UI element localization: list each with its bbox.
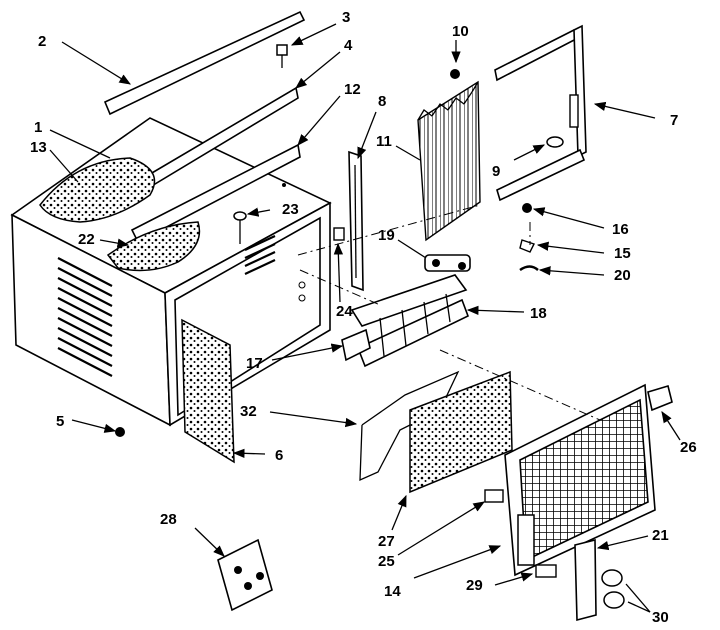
rear-louvers xyxy=(244,235,276,275)
callout-28: 28 xyxy=(160,511,177,528)
callout-21: 21 xyxy=(652,527,669,544)
front-grille-part-14 xyxy=(504,383,656,577)
callout-labels: 1 2 3 4 5 6 7 8 9 10 11 12 13 14 15 16 1… xyxy=(30,9,697,626)
filter-part-6 xyxy=(181,318,235,464)
bracket-part-25 xyxy=(484,489,504,503)
callout-15: 15 xyxy=(614,245,631,262)
filter-part-27 xyxy=(409,370,513,494)
callout-32: 32 xyxy=(240,403,257,420)
callout-5: 5 xyxy=(56,413,64,430)
callout-24: 24 xyxy=(336,303,353,320)
clip-part-29 xyxy=(535,564,557,578)
callout-17: 17 xyxy=(246,355,263,372)
bracket-part-21 xyxy=(574,538,597,622)
callout-3: 3 xyxy=(342,9,350,26)
callout-29: 29 xyxy=(466,577,483,594)
callout-12: 12 xyxy=(344,81,361,98)
curtain-panel-11 xyxy=(417,80,481,242)
callout-20: 20 xyxy=(614,267,631,284)
callout-22: 22 xyxy=(78,231,95,248)
callout-14: 14 xyxy=(384,583,401,600)
frame-part-7 xyxy=(494,24,587,202)
callout-4: 4 xyxy=(344,37,353,54)
callout-13: 13 xyxy=(30,139,47,156)
callout-26: 26 xyxy=(680,439,697,456)
clip-part-15 xyxy=(519,239,535,253)
callout-19: 19 xyxy=(378,227,395,244)
callout-9: 9 xyxy=(492,163,500,180)
callout-11: 11 xyxy=(376,133,392,150)
callout-27: 27 xyxy=(378,533,395,550)
bracket-part-28 xyxy=(217,538,273,612)
callout-6: 6 xyxy=(275,447,283,464)
rail-part-26 xyxy=(647,384,673,412)
bracket-assembly-19 xyxy=(424,254,471,272)
clip-part-24 xyxy=(333,227,345,241)
callout-25: 25 xyxy=(378,553,395,570)
bracket-part-17 xyxy=(341,328,371,362)
screw-part-23 xyxy=(233,211,247,244)
callout-10: 10 xyxy=(452,23,469,40)
support-rail-18 xyxy=(350,274,470,368)
callout-23: 23 xyxy=(282,201,299,218)
screw-part-16 xyxy=(522,203,532,213)
fastener-part-9 xyxy=(546,136,564,148)
leader-lines xyxy=(49,23,681,613)
fastener-part-30 xyxy=(601,569,625,609)
side-louvers xyxy=(57,257,113,377)
clip-part-20 xyxy=(519,265,539,272)
callout-2: 2 xyxy=(38,33,46,50)
rail-part-2 xyxy=(103,10,306,116)
cabinet-shell xyxy=(10,117,332,427)
screw-part-3 xyxy=(276,44,288,68)
callout-1: 1 xyxy=(34,119,42,136)
insulation-pad-13 xyxy=(39,157,156,223)
callout-16: 16 xyxy=(612,221,629,238)
insulation-pad-22 xyxy=(106,221,201,272)
callout-30: 30 xyxy=(652,609,669,626)
screw-part-5 xyxy=(115,427,125,437)
callout-7: 7 xyxy=(670,112,678,129)
callout-8: 8 xyxy=(378,93,386,110)
callout-18: 18 xyxy=(530,305,547,322)
